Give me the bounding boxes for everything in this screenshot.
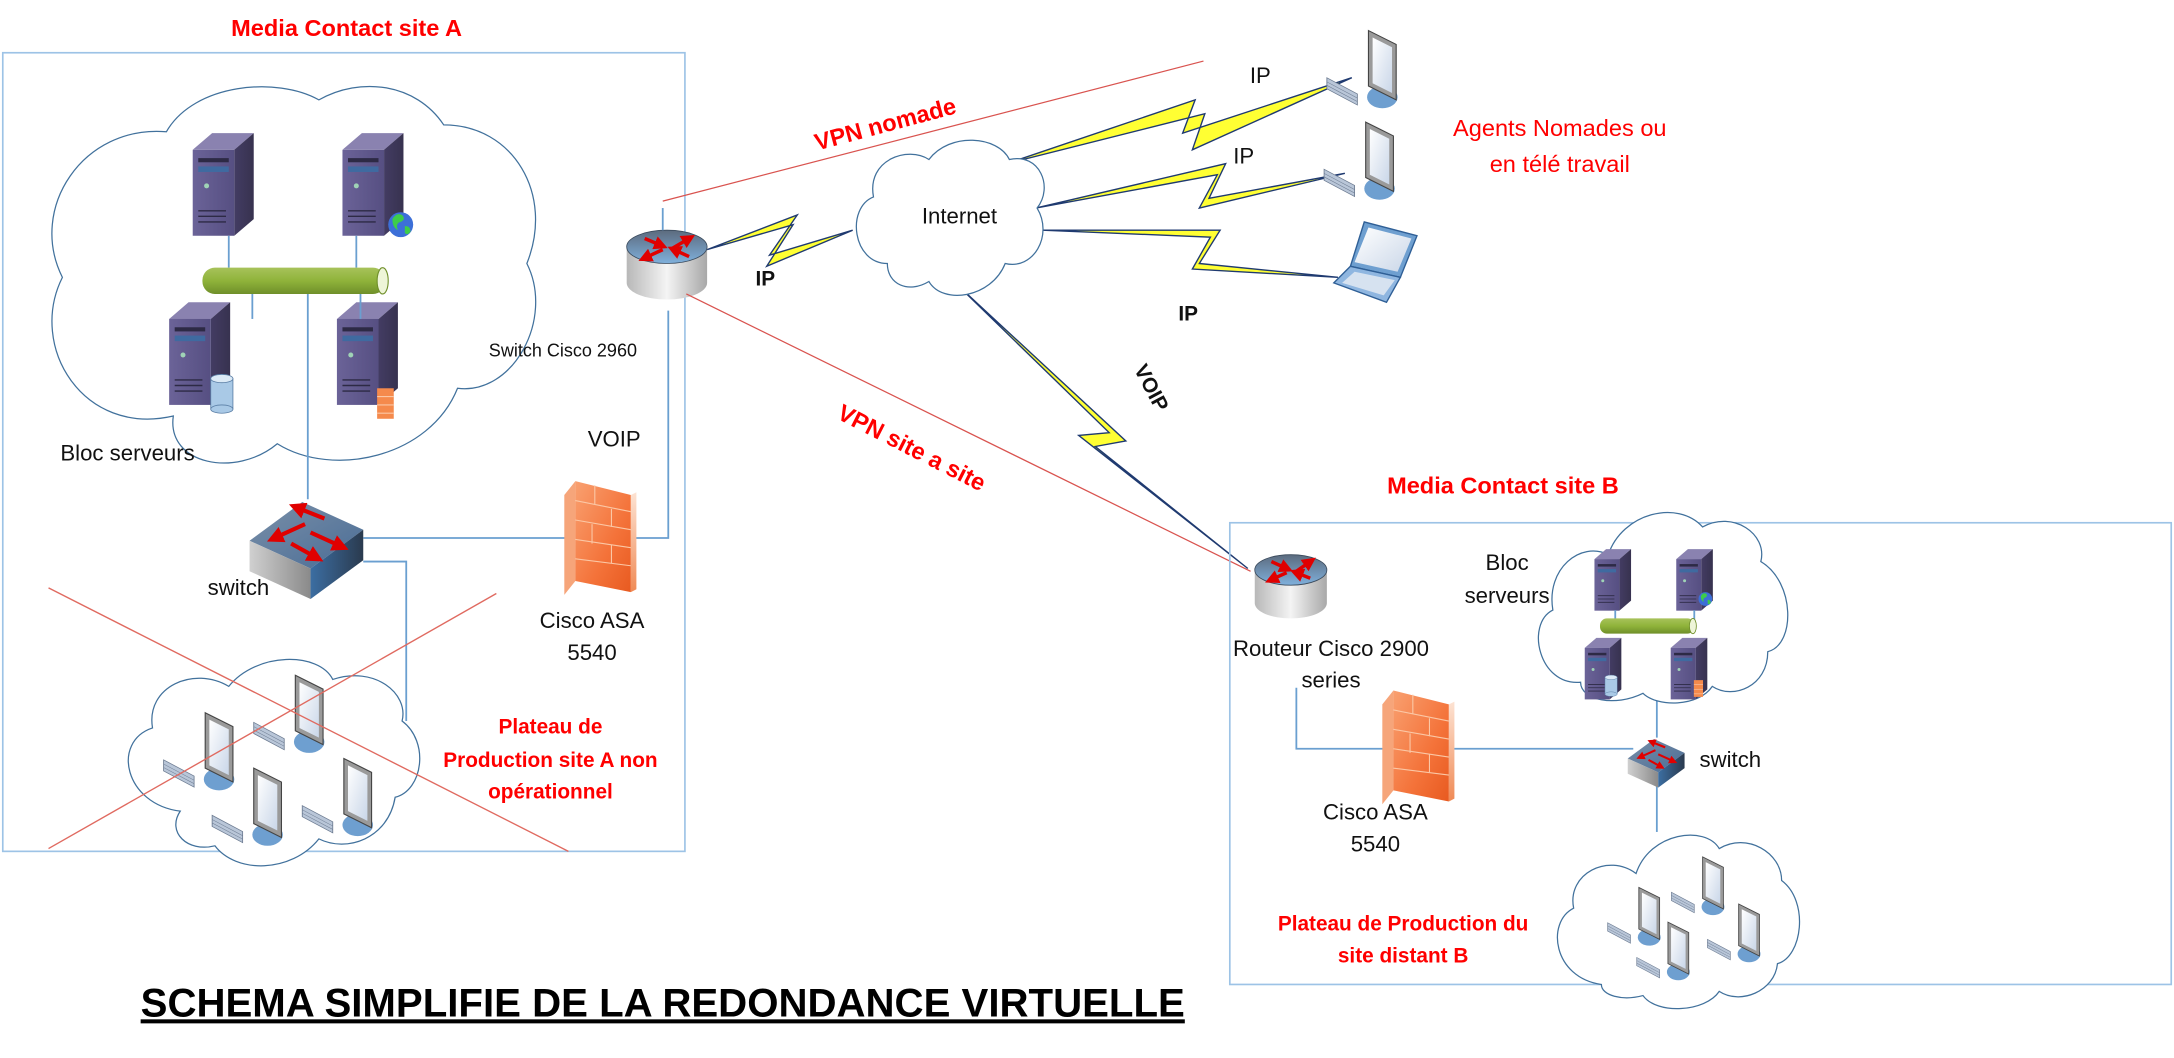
vpn-site-a-site-line [686,293,1251,572]
firewall-mini-icon-b [1693,679,1704,698]
ip-agent-1-label: IP [1250,63,1271,88]
firewall-a-label-2: 5540 [567,640,616,665]
firewall-b-label-2: 5540 [1351,831,1400,856]
server-a-1 [192,132,255,237]
agents-label-1: Agents Nomades ou [1453,115,1667,141]
voip-a-label: VOIP [588,427,641,452]
ip-router-label: IP [756,268,776,291]
internet-label: Internet [922,203,997,228]
firewall-mini-icon [376,387,395,420]
production-a-label-1: Plateau de [498,716,602,739]
switch-a [249,501,364,600]
database-icon-b [1604,674,1618,697]
site-a-box [1,51,686,853]
site-a-title: Media Contact site A [231,15,462,41]
production-b-label-2: site distant B [1338,944,1468,967]
switch-b-label: switch [1700,747,1762,772]
lightning-router-internet [706,213,853,268]
site-b-title: Media Contact site B [1387,473,1619,499]
production-b-label-1: Plateau de Production du [1278,912,1529,935]
switch-b [1627,739,1685,788]
vpn-site-a-site-label: VPN site a site [834,399,991,496]
voip-wan-label: VOIP [1129,361,1173,416]
lightning-internet-agent-3 [1042,229,1339,279]
server-cloud-b [1537,511,1789,704]
ip-agent-2-label: IP [1233,144,1254,169]
page-title: SCHEMA SIMPLIFIE DE LA REDONDANCE VIRTUE… [141,980,1185,1025]
database-icon [210,373,234,414]
server-b-1 [1594,548,1632,612]
ip-agent-3-label: IP [1178,302,1198,325]
lightning-voip-internet-router-b [956,283,1249,570]
out-of-service-cross-line-1 [48,587,569,852]
server-bus-b [1599,618,1697,635]
vpn-nomade-label: VPN nomade [812,93,959,156]
firewall-b-label-1: Cisco ASA [1323,799,1428,824]
lightning-internet-agent-1 [1006,77,1353,165]
production-cloud-b [1556,834,1801,1010]
switch-a-label: switch [208,575,270,600]
router-b-label-1: Routeur Cisco 2900 [1233,636,1429,661]
router-b-label-2: series [1301,668,1360,693]
production-a-label-3: opérationnel [488,781,613,804]
globe-icon [388,212,414,238]
agent-laptop [1332,221,1418,304]
globe-icon-b [1698,592,1713,606]
firewall-a [564,481,637,595]
router-a [626,229,708,300]
out-of-service-cross-line-2 [48,592,497,850]
agent-workstation-2 [1323,121,1396,201]
switch-cisco-2960-label: Switch Cisco 2960 [489,340,637,360]
server-bus-a [202,267,389,295]
router-b [1254,554,1328,619]
production-a-label-2: Production site A non [443,749,657,772]
vpn-nomade-line [662,60,1204,202]
bloc-serveurs-b-label-2: serveurs [1465,583,1550,608]
bloc-serveurs-a-label: Bloc serveurs [60,440,194,465]
bloc-serveurs-b-label-1: Bloc [1486,550,1529,575]
internet-cloud [855,139,1045,296]
agents-label-2: en télé travail [1490,151,1630,177]
agent-workstation-1 [1326,29,1399,109]
firewall-a-label-1: Cisco ASA [540,608,645,633]
lightning-internet-agent-2 [1035,162,1346,210]
firewall-b [1382,690,1455,805]
